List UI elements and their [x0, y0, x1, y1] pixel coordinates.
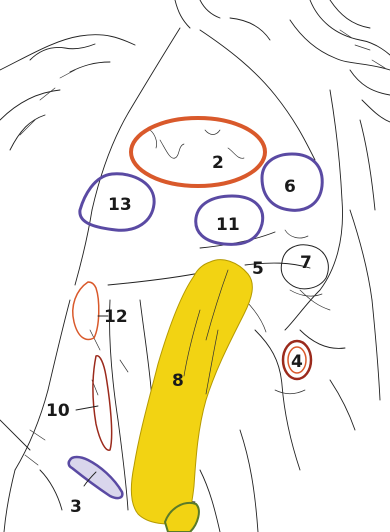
- region-8-shape: [131, 260, 252, 524]
- label-12: 12: [104, 307, 128, 327]
- region-2-outline: [131, 118, 265, 186]
- region-12-outline: [73, 282, 99, 339]
- label-13: 13: [108, 195, 132, 215]
- region-10-outline: [93, 356, 112, 451]
- label-10: 10: [46, 401, 70, 421]
- label-5: 5: [252, 259, 264, 279]
- label-3: 3: [70, 497, 82, 517]
- label-11: 11: [216, 215, 240, 235]
- label-2: 2: [212, 153, 224, 173]
- region-3-shape: [69, 457, 123, 498]
- label-6: 6: [284, 177, 296, 197]
- label-7: 7: [300, 253, 312, 273]
- label-8: 8: [172, 371, 184, 391]
- label-4: 4: [291, 352, 303, 372]
